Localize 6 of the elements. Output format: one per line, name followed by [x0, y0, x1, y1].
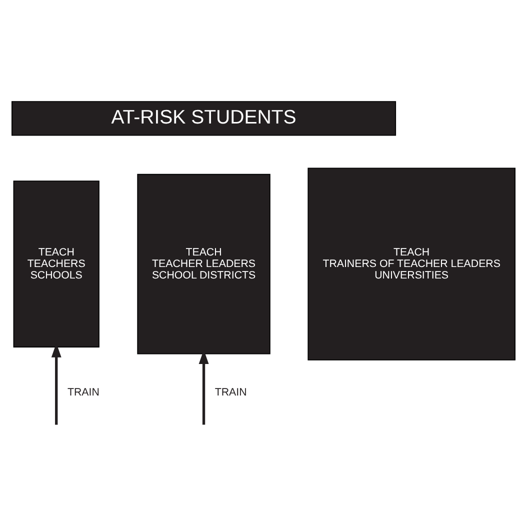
- node-box: TEACH TEACHER LEADERS SCHOOL DISTRICTS: [137, 173, 270, 354]
- node-box: TEACH TEACHERS SCHOOLS: [13, 180, 100, 348]
- edge-label: TRAIN: [214, 386, 247, 398]
- node-box: TEACH TRAINERS OF TEACHER LEADERS UNIVERSITIES: [308, 167, 516, 360]
- edge-label: TRAIN: [67, 386, 100, 398]
- node-box: AT-RISK STUDENTS: [12, 100, 396, 136]
